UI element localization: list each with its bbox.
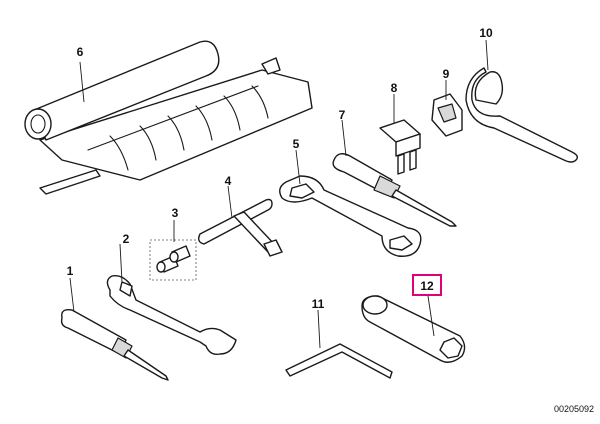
fuse-puller-drawing [379, 119, 421, 175]
part-label-7: 7 [339, 108, 346, 122]
box-wrench-drawing [279, 175, 422, 257]
part-label-8: 8 [391, 81, 398, 95]
allen-key-drawing [285, 343, 393, 379]
part-label-1: 1 [67, 264, 74, 278]
highlight-box [412, 274, 442, 296]
clip-drawing [431, 93, 463, 137]
socket-spanner-drawing [361, 295, 466, 363]
part-label-12: 12 [420, 279, 434, 293]
leader-lines [69, 39, 489, 349]
open-end-wrench-drawing [106, 274, 237, 356]
part-label-3: 3 [172, 206, 179, 220]
bits-drawing [149, 239, 197, 281]
part-label-4: 4 [225, 174, 232, 188]
screwdriver-large-drawing [332, 153, 457, 227]
part-label-9: 9 [443, 67, 450, 81]
part-label-10: 10 [479, 26, 493, 40]
hook-wrench-drawing [465, 67, 579, 163]
screwdriver-small-drawing [60, 308, 169, 381]
part-label-6: 6 [77, 45, 84, 59]
t-socket-drawing [197, 198, 283, 257]
reference-code: 00205092 [554, 404, 594, 414]
tool-roll-drawing [24, 40, 313, 195]
part-label-2: 2 [123, 232, 130, 246]
part-label-11: 11 [312, 297, 325, 311]
part-label-5: 5 [293, 137, 300, 151]
